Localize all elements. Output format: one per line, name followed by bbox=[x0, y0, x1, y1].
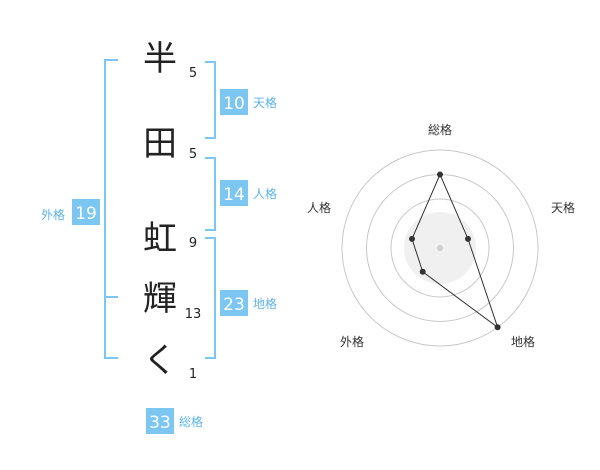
gaikaku-badge bbox=[72, 199, 100, 225]
jinkaku-label: 人格 bbox=[253, 186, 277, 201]
radar-point bbox=[437, 171, 443, 178]
radar-axis-label-soukaku: 総格 bbox=[428, 122, 452, 137]
radar-axis-label-jinkaku: 人格 bbox=[307, 200, 331, 215]
jinkaku-badge bbox=[220, 180, 248, 206]
radar-chart: 総格 天格 地格 外格 人格 bbox=[307, 122, 575, 349]
jinkaku-bracket bbox=[205, 157, 216, 231]
bracket-group bbox=[104, 59, 216, 359]
soukaku-badge bbox=[146, 408, 174, 434]
name-char-2: 田 bbox=[143, 124, 177, 164]
stroke-count-3: 9 bbox=[189, 236, 197, 251]
name-char-3: 虹 bbox=[143, 219, 177, 259]
name-char-5: く bbox=[143, 341, 177, 381]
stroke-count-5: 1 bbox=[189, 367, 197, 382]
radar-point bbox=[419, 268, 426, 275]
chikaku-label: 地格 bbox=[253, 296, 277, 311]
tenkaku-value: 10 bbox=[223, 94, 245, 114]
chikaku-value: 23 bbox=[223, 295, 245, 315]
soukaku-value: 33 bbox=[149, 413, 171, 433]
radar-ring bbox=[341, 149, 539, 347]
tenkaku-badge bbox=[220, 89, 248, 115]
radar-axis-label-tenkaku: 天格 bbox=[551, 200, 575, 215]
tenkaku-bracket bbox=[205, 61, 216, 139]
radar-point bbox=[409, 235, 415, 242]
name-char-1: 半 bbox=[143, 39, 177, 79]
name-char-4: 輝 bbox=[143, 279, 177, 319]
radar-ring bbox=[390, 198, 490, 298]
stroke-count-4: 13 bbox=[185, 307, 202, 322]
tenkaku-label: 天格 bbox=[253, 95, 277, 110]
gaikaku-value: 19 bbox=[75, 204, 97, 224]
radar-points bbox=[409, 171, 501, 331]
chikaku-bracket bbox=[205, 237, 216, 359]
radar-polygon bbox=[411, 173, 499, 329]
jinkaku-value: 14 bbox=[223, 185, 245, 205]
radar-axis-label-chikaku: 地格 bbox=[511, 334, 535, 349]
radar-axis-label-gaikaku: 外格 bbox=[340, 334, 364, 349]
stroke-count-2: 5 bbox=[189, 147, 197, 162]
stroke-count-1: 5 bbox=[189, 66, 197, 81]
radar-point bbox=[494, 324, 501, 331]
soukaku-label: 総格 bbox=[179, 414, 203, 429]
radar-point bbox=[465, 235, 471, 242]
gaikaku-bracket bbox=[104, 59, 118, 359]
radar-center-dot bbox=[437, 245, 443, 251]
gaikaku-label: 外格 bbox=[41, 207, 65, 222]
chikaku-badge bbox=[220, 290, 248, 316]
